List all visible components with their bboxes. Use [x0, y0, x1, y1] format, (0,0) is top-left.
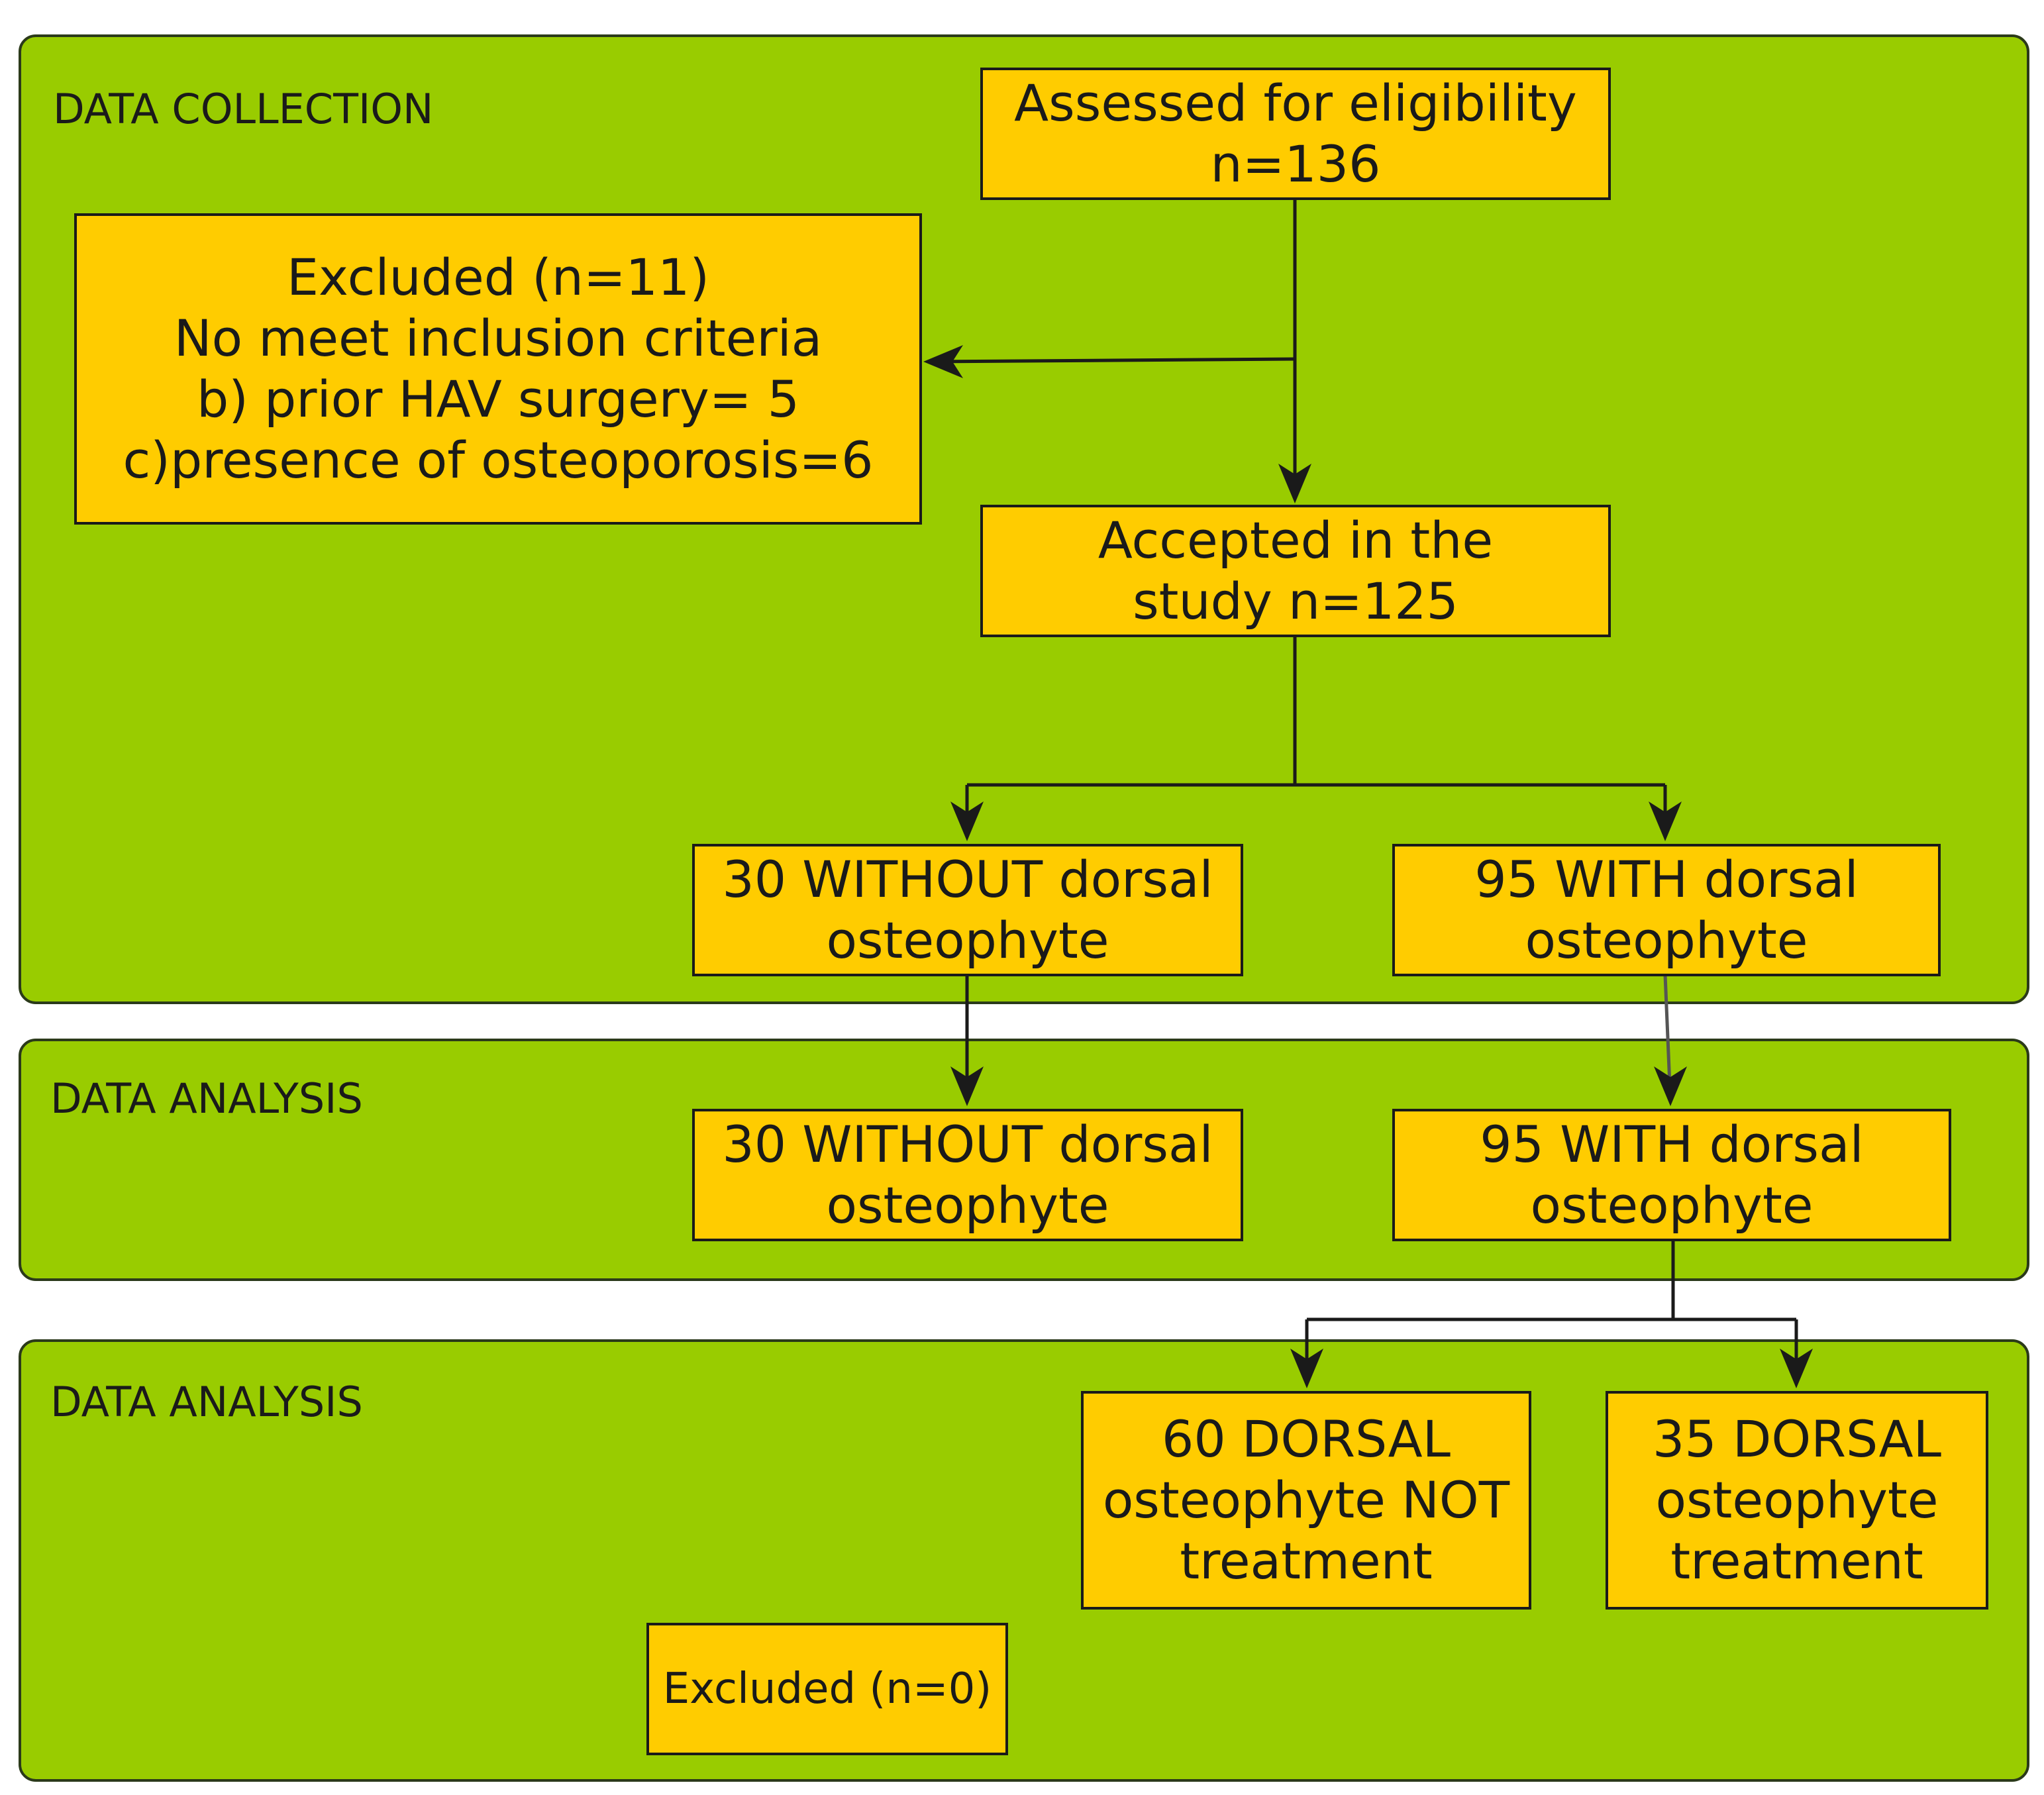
box-not-treated-line-3: treatment — [1180, 1531, 1433, 1590]
box-assessed-line-2: n=136 — [1210, 134, 1381, 193]
box-treated-line-1: 35 DORSAL — [1653, 1410, 1941, 1468]
box-dorsal-osteophyte-treatment: 35 DORSAL osteophyte treatment — [1606, 1391, 1988, 1610]
box-with-dorsal-osteophyte-analysis: 95 WITH dorsal osteophyte — [1392, 1109, 1951, 1241]
box-without-dorsal-osteophyte-analysis: 30 WITHOUT dorsal osteophyte — [692, 1109, 1243, 1241]
box-with2-line-2: osteophyte — [1530, 1176, 1814, 1235]
box-excluded: Excluded (n=11) No meet inclusion criter… — [74, 213, 922, 525]
box-dorsal-osteophyte-not-treatment: 60 DORSAL osteophyte NOT treatment — [1081, 1391, 1531, 1610]
box-excluded-line-3: b) prior HAV surgery= 5 — [196, 370, 800, 429]
box-without-dorsal-osteophyte-collection: 30 WITHOUT dorsal osteophyte — [692, 844, 1243, 976]
box-not-treated-line-1: 60 DORSAL — [1162, 1410, 1451, 1468]
box-excluded-line-2: No meet inclusion criteria — [174, 309, 823, 368]
box-with1-line-2: osteophyte — [1525, 911, 1808, 970]
arrow-split-left — [950, 801, 984, 841]
arrow-split-right — [1649, 801, 1682, 841]
box-with2-line-1: 95 WITH dorsal — [1480, 1115, 1864, 1174]
box-excluded-final-line-1: Excluded (n=0) — [662, 1665, 992, 1714]
panel-label-data-analysis-1: DATA ANALYSIS — [50, 1074, 363, 1123]
connector-to-excluded — [928, 357, 1296, 364]
arrow-with-to-analysis — [1654, 1066, 1687, 1106]
box-accepted-line-2: study n=125 — [1133, 572, 1458, 631]
box-treated-line-2: osteophyte — [1655, 1470, 1939, 1529]
box-excluded-final: Excluded (n=0) — [646, 1623, 1008, 1755]
box-assessed-line-1: Assessed for eligibility — [1014, 74, 1577, 132]
arrow-to-excluded — [923, 345, 963, 378]
panel-label-data-collection: DATA COLLECTION — [53, 85, 434, 133]
box-assessed-for-eligibility: Assessed for eligibility n=136 — [980, 68, 1611, 200]
box-not-treated-line-2: osteophyte NOT — [1102, 1470, 1510, 1529]
box-without2-line-1: 30 WITHOUT dorsal — [722, 1115, 1213, 1174]
box-excluded-line-1: Excluded (n=11) — [287, 248, 709, 307]
panel-label-data-analysis-2: DATA ANALYSIS — [50, 1378, 363, 1426]
box-without1-line-2: osteophyte — [826, 911, 1109, 970]
arrow-assessed-to-accepted — [1278, 464, 1311, 503]
box-accepted-in-study: Accepted in the study n=125 — [980, 505, 1611, 637]
box-with-dorsal-osteophyte-collection: 95 WITH dorsal osteophyte — [1392, 844, 1941, 976]
box-without1-line-1: 30 WITHOUT dorsal — [722, 850, 1213, 909]
box-with1-line-1: 95 WITH dorsal — [1474, 850, 1859, 909]
arrow-without-to-analysis — [950, 1066, 984, 1106]
box-treated-line-3: treatment — [1670, 1531, 1923, 1590]
arrow-treat-right — [1780, 1349, 1813, 1388]
box-excluded-line-4: c)presence of osteoporosis=6 — [123, 431, 874, 489]
box-accepted-line-1: Accepted in the — [1098, 511, 1494, 570]
box-without2-line-2: osteophyte — [826, 1176, 1109, 1235]
arrow-treat-left — [1290, 1349, 1323, 1388]
